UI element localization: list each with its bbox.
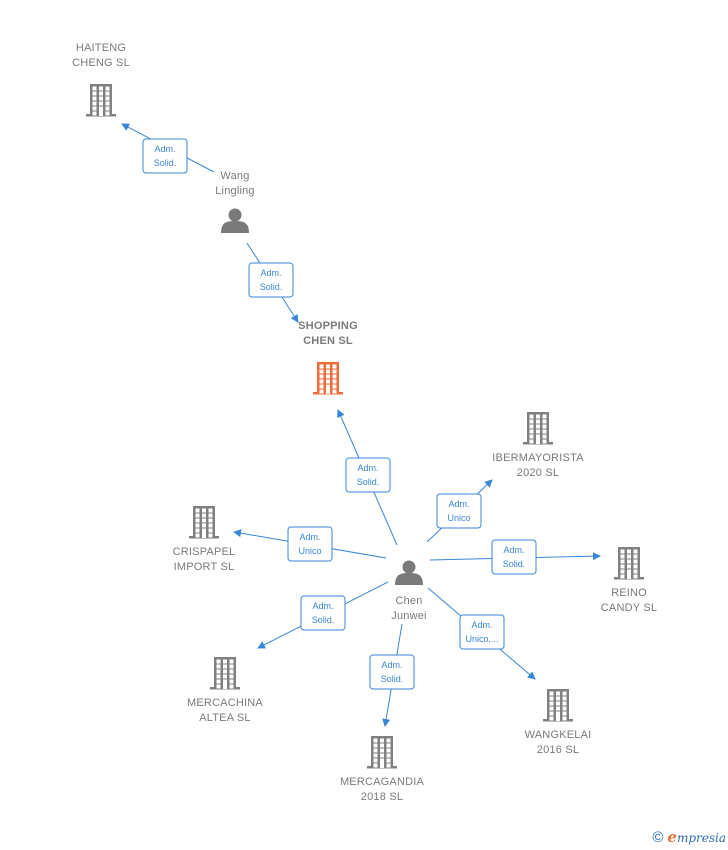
- edge-label-line: Adm.: [299, 532, 320, 542]
- edge-label-box[interactable]: [345, 457, 391, 493]
- edge-wang-shopping: Adm. Solid.: [246, 242, 299, 323]
- node-wangkelai[interactable]: WANGKELAI 2016 SL: [525, 689, 592, 756]
- building-icon: [614, 547, 644, 580]
- node-label: Junwei: [391, 610, 426, 622]
- edge-label-line: Solid.: [381, 674, 404, 684]
- node-label: IMPORT SL: [174, 561, 235, 573]
- edge-label-line: Adm.: [448, 499, 469, 509]
- node-label: CHENG SL: [72, 57, 130, 69]
- node-label: REINO: [611, 587, 647, 599]
- edge-label-line: Adm.: [260, 268, 281, 278]
- building-icon: [313, 362, 343, 395]
- node-label: WANGKELAI: [525, 729, 592, 741]
- edge-label-box[interactable]: [436, 493, 482, 529]
- edge-chen-wangkelai: Adm. Unico,...: [427, 587, 536, 680]
- edge-chen-mercagandia: Adm. Solid.: [369, 623, 415, 727]
- node-label: SHOPPING: [298, 320, 358, 332]
- node-shopping[interactable]: SHOPPING CHEN SL: [298, 320, 358, 395]
- node-label: CANDY SL: [601, 602, 657, 614]
- node-label: MERCAGANDIA: [340, 776, 425, 788]
- edge-label-line: Unico,...: [465, 634, 498, 644]
- edge-chen-shopping: Adm. Solid.: [337, 409, 398, 546]
- edge-label-box[interactable]: [142, 138, 188, 174]
- edge-label-line: Solid.: [154, 158, 177, 168]
- node-label: ALTEA SL: [199, 712, 251, 724]
- building-icon: [367, 736, 397, 769]
- node-label: HAITENG: [76, 42, 126, 54]
- edge-label-line: Adm.: [381, 660, 402, 670]
- relationship-graph: Adm.Solid.Adm.Solid.Adm.Solid.Adm.UnicoA…: [72, 42, 657, 803]
- node-label: Chen: [395, 595, 422, 607]
- edge-wang-haiteng: Adm. Solid.: [121, 123, 215, 174]
- edge-chen-reino: Adm. Solid.: [429, 539, 601, 575]
- edge-label-line: Solid.: [260, 282, 283, 292]
- person-icon: [221, 208, 249, 233]
- edge-label-line: Solid.: [503, 559, 526, 569]
- building-icon: [523, 412, 553, 445]
- edge-chen-ibermayorista: Adm. Unico: [426, 479, 493, 543]
- edge-chen-mercachina: Adm. Solid.: [257, 581, 389, 649]
- edge-label-line: Solid.: [312, 615, 335, 625]
- node-label: MERCACHINA: [187, 697, 263, 709]
- brand-logo-letter: e: [667, 828, 677, 846]
- node-reino[interactable]: REINO CANDY SL: [601, 547, 657, 614]
- edge-label-line: Unico: [447, 513, 470, 523]
- building-icon: [86, 84, 116, 117]
- node-label: Lingling: [215, 185, 255, 197]
- node-ibermayorista[interactable]: IBERMAYORISTA 2020 SL: [492, 412, 584, 479]
- edges-layer: Adm.Solid.Adm.Solid.Adm.Solid.Adm.UnicoA…: [121, 123, 601, 727]
- edge-label-box[interactable]: [369, 654, 415, 690]
- brand-logo-text: mpresia: [676, 831, 726, 845]
- edge-label-line: Solid.: [357, 477, 380, 487]
- edge-label-line: Adm.: [503, 545, 524, 555]
- node-haiteng[interactable]: HAITENG CHENG SL: [72, 42, 130, 117]
- node-crispapel[interactable]: CRISPAPEL IMPORT SL: [173, 506, 236, 573]
- edge-label-line: Adm.: [357, 463, 378, 473]
- edge-label-line: Adm.: [471, 620, 492, 630]
- node-label: Wang: [220, 170, 249, 182]
- edge-label-line: Adm.: [312, 601, 333, 611]
- node-label: IBERMAYORISTA: [492, 452, 584, 464]
- edge-chen-crispapel: Adm. Unico: [233, 526, 387, 562]
- edge-label-line: Adm.: [154, 144, 175, 154]
- node-mercachina[interactable]: MERCACHINA ALTEA SL: [187, 657, 263, 724]
- building-icon: [189, 506, 219, 539]
- node-label: 2018 SL: [361, 791, 403, 803]
- building-icon: [543, 689, 573, 722]
- edge-label-box[interactable]: [300, 595, 346, 631]
- copyright-symbol: ©: [652, 829, 664, 846]
- edge-label-box[interactable]: [287, 526, 333, 562]
- edge-label-box[interactable]: [459, 614, 505, 650]
- node-mercagandia[interactable]: MERCAGANDIA 2018 SL: [340, 736, 425, 803]
- node-label: CHEN SL: [303, 335, 353, 347]
- edge-label-line: Unico: [298, 546, 321, 556]
- person-icon: [395, 560, 423, 585]
- node-label: CRISPAPEL: [173, 546, 236, 558]
- edge-label-box[interactable]: [491, 539, 537, 575]
- node-label: 2016 SL: [537, 744, 579, 756]
- node-label: 2020 SL: [517, 467, 559, 479]
- footer-brand: ©empresia: [652, 828, 726, 846]
- building-icon: [210, 657, 240, 690]
- edge-label-box[interactable]: [248, 262, 294, 298]
